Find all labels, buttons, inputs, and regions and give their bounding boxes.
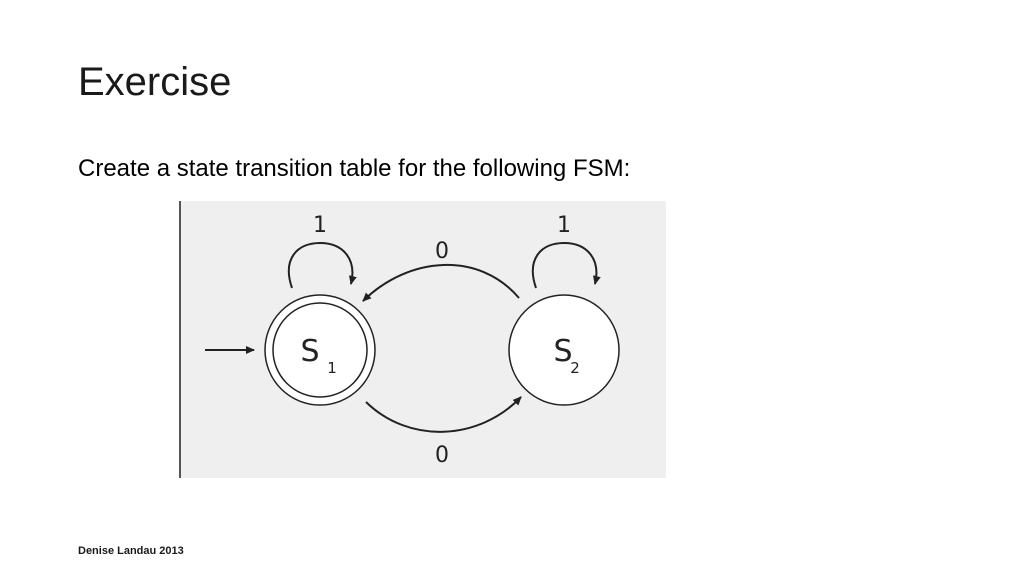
fsm-svg: S 1 S 2 1 1 0 0 xyxy=(179,201,666,478)
footer-credit: Denise Landau 2013 xyxy=(78,545,184,557)
transition-s1-to-s2 xyxy=(365,396,522,433)
transition-s2-to-s1-label: 0 xyxy=(435,239,449,264)
exercise-prompt: Create a state transition table for the … xyxy=(78,155,631,182)
state-s1: S 1 xyxy=(264,294,376,406)
transition-s1-self-label: 1 xyxy=(313,213,327,238)
fsm-diagram: S 1 S 2 1 1 0 0 xyxy=(179,201,666,478)
slide-title: Exercise xyxy=(78,60,232,104)
transition-s2-self-label: 1 xyxy=(557,213,571,238)
state-s1-subscript: 1 xyxy=(327,359,337,377)
state-s2-subscript: 2 xyxy=(570,359,580,377)
state-s2: S 2 xyxy=(508,294,620,406)
transition-s2-self-loop xyxy=(531,241,601,289)
state-s2-circle xyxy=(508,294,620,406)
transition-s1-to-s2-label: 0 xyxy=(435,443,449,468)
transition-s1-self-loop xyxy=(287,241,357,289)
transition-s2-to-s1 xyxy=(362,263,520,302)
state-s2-label: S xyxy=(553,334,572,369)
state-s1-inner-circle xyxy=(272,302,368,398)
state-s1-label: S xyxy=(300,334,319,369)
